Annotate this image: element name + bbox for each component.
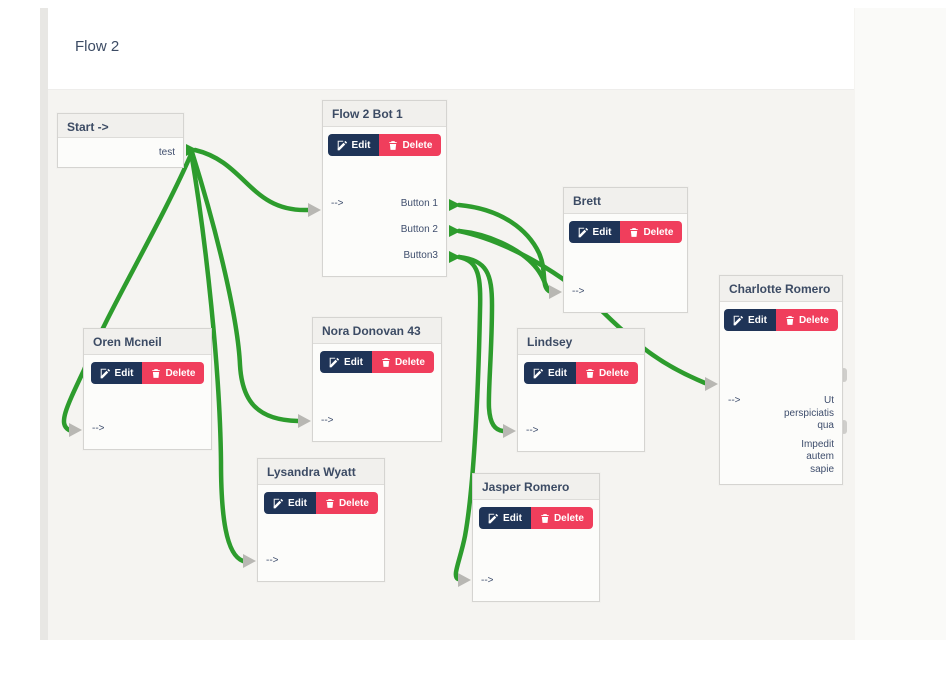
delete-button[interactable]: Delete — [575, 362, 638, 384]
edit-button[interactable]: Edit — [568, 221, 621, 243]
edit-button[interactable]: Edit — [479, 507, 531, 529]
node-title[interactable]: Nora Donovan 43 — [313, 318, 441, 344]
output-endpoint-start-test[interactable] — [186, 144, 198, 156]
input-endpoint-nora[interactable] — [298, 414, 311, 428]
delete-button[interactable]: Delete — [620, 221, 683, 243]
flow-node-flow2bot1[interactable]: Flow 2 Bot 1 Edit Delete --> Button 1 — [322, 100, 447, 277]
node-body: test — [58, 138, 183, 167]
flow-canvas-right — [855, 8, 946, 640]
node-title[interactable]: Start -> — [58, 114, 183, 138]
node-title[interactable]: Lysandra Wyatt — [258, 459, 384, 485]
flow-node-oren[interactable]: Oren Mcneil Edit Delete --> — [83, 328, 212, 450]
input-port-label[interactable]: --> — [728, 395, 741, 406]
flow-node-start[interactable]: Start -> test — [57, 113, 184, 168]
node-title[interactable]: Charlotte Romero — [720, 276, 842, 302]
node-title[interactable]: Oren Mcneil — [84, 329, 211, 355]
node-body: Edit Delete --> — [473, 500, 599, 601]
trash-icon — [540, 513, 550, 524]
trash-icon — [585, 368, 595, 379]
edit-icon — [273, 498, 284, 509]
edit-icon — [100, 368, 111, 379]
output-endpoint-button3[interactable] — [449, 251, 461, 263]
delete-button[interactable]: Delete — [379, 134, 442, 156]
flow-node-brett[interactable]: Brett Edit Delete --> — [563, 187, 688, 313]
edit-icon — [578, 227, 589, 238]
input-endpoint-oren[interactable] — [69, 423, 82, 437]
output-port-label[interactable]: Button3 — [403, 249, 438, 261]
input-endpoint-jasper[interactable] — [458, 573, 471, 587]
trash-icon — [785, 315, 795, 326]
delete-button[interactable]: Delete — [530, 507, 593, 529]
node-body: Edit Delete --> — [518, 355, 644, 451]
flow-node-lysandra[interactable]: Lysandra Wyatt Edit Delete --> — [257, 458, 385, 582]
input-endpoint-brett[interactable] — [549, 285, 562, 299]
trash-icon — [381, 357, 391, 368]
node-title[interactable]: Jasper Romero — [473, 474, 599, 500]
node-body: Edit Delete --> — [564, 214, 687, 312]
output-endpoint-button2[interactable] — [449, 225, 461, 237]
node-title[interactable]: Brett — [564, 188, 687, 214]
output-port-label[interactable]: Button 2 — [400, 223, 438, 235]
output-port-label[interactable]: Impedit autem sapie — [801, 438, 834, 475]
input-port-label[interactable]: --> — [321, 414, 334, 426]
edit-button[interactable]: Edit — [327, 134, 380, 156]
edit-button[interactable]: Edit — [724, 309, 776, 331]
output-port-label[interactable]: Button 1 — [400, 197, 438, 209]
connection-start-to-lysandra[interactable] — [188, 149, 246, 564]
edit-button[interactable]: Edit — [90, 362, 143, 384]
trash-icon — [325, 498, 335, 509]
input-port-label[interactable]: --> — [331, 197, 344, 209]
delete-button[interactable]: Delete — [142, 362, 205, 384]
flow-title-bar: Flow 2 — [48, 8, 854, 90]
output-port-label[interactable]: test — [158, 147, 175, 158]
flow-node-jasper[interactable]: Jasper Romero Edit Delete --> — [472, 473, 600, 602]
input-port-label[interactable]: --> — [572, 285, 585, 297]
connection-start-to-nora[interactable] — [189, 149, 301, 424]
input-port-label[interactable]: --> — [481, 574, 494, 586]
edit-icon — [488, 513, 499, 524]
node-body: Edit Delete --> Ut perspiciatis qua Impe… — [720, 302, 842, 484]
edit-button[interactable]: Edit — [524, 362, 576, 384]
edit-icon — [733, 315, 744, 326]
node-body: Edit Delete --> — [258, 485, 384, 581]
connection-button3-to-lindsey[interactable] — [456, 254, 506, 434]
input-port-label[interactable]: --> — [526, 424, 539, 436]
flow-title: Flow 2 — [75, 38, 120, 55]
left-gutter — [40, 8, 48, 640]
delete-button[interactable]: Delete — [315, 492, 378, 514]
trash-icon — [388, 140, 398, 151]
input-endpoint-flow2bot1[interactable] — [308, 203, 321, 217]
node-body: Edit Delete --> Button 1 Button 2 Button… — [323, 127, 446, 276]
node-title[interactable]: Lindsey — [518, 329, 644, 355]
delete-button[interactable]: Delete — [371, 351, 434, 373]
flow-node-charlotte[interactable]: Charlotte Romero Edit Delete --> Ut pers… — [719, 275, 843, 485]
output-endpoint-button1[interactable] — [449, 199, 461, 211]
flow-node-nora[interactable]: Nora Donovan 43 Edit Delete --> — [312, 317, 442, 442]
edit-icon — [533, 368, 544, 379]
edit-button[interactable]: Edit — [320, 351, 372, 373]
node-body: Edit Delete --> — [84, 355, 211, 449]
edit-icon — [337, 140, 348, 151]
connection-button3-to-jasper[interactable] — [453, 254, 483, 582]
node-title[interactable]: Flow 2 Bot 1 — [323, 101, 446, 127]
output-port-label[interactable]: Ut perspiciatis qua — [783, 395, 834, 431]
node-body: Edit Delete --> — [313, 344, 441, 441]
trash-icon — [151, 368, 161, 379]
trash-icon — [629, 227, 639, 238]
input-endpoint-lysandra[interactable] — [243, 554, 256, 568]
delete-button[interactable]: Delete — [775, 309, 838, 331]
input-port-label[interactable]: --> — [266, 554, 279, 566]
flow-node-lindsey[interactable]: Lindsey Edit Delete --> — [517, 328, 645, 452]
connection-start-to-flow2bot1[interactable] — [192, 147, 311, 213]
input-endpoint-charlotte[interactable] — [705, 377, 718, 391]
edit-icon — [329, 357, 340, 368]
input-endpoint-lindsey[interactable] — [503, 424, 516, 438]
edit-button[interactable]: Edit — [264, 492, 316, 514]
input-port-label[interactable]: --> — [92, 422, 105, 434]
